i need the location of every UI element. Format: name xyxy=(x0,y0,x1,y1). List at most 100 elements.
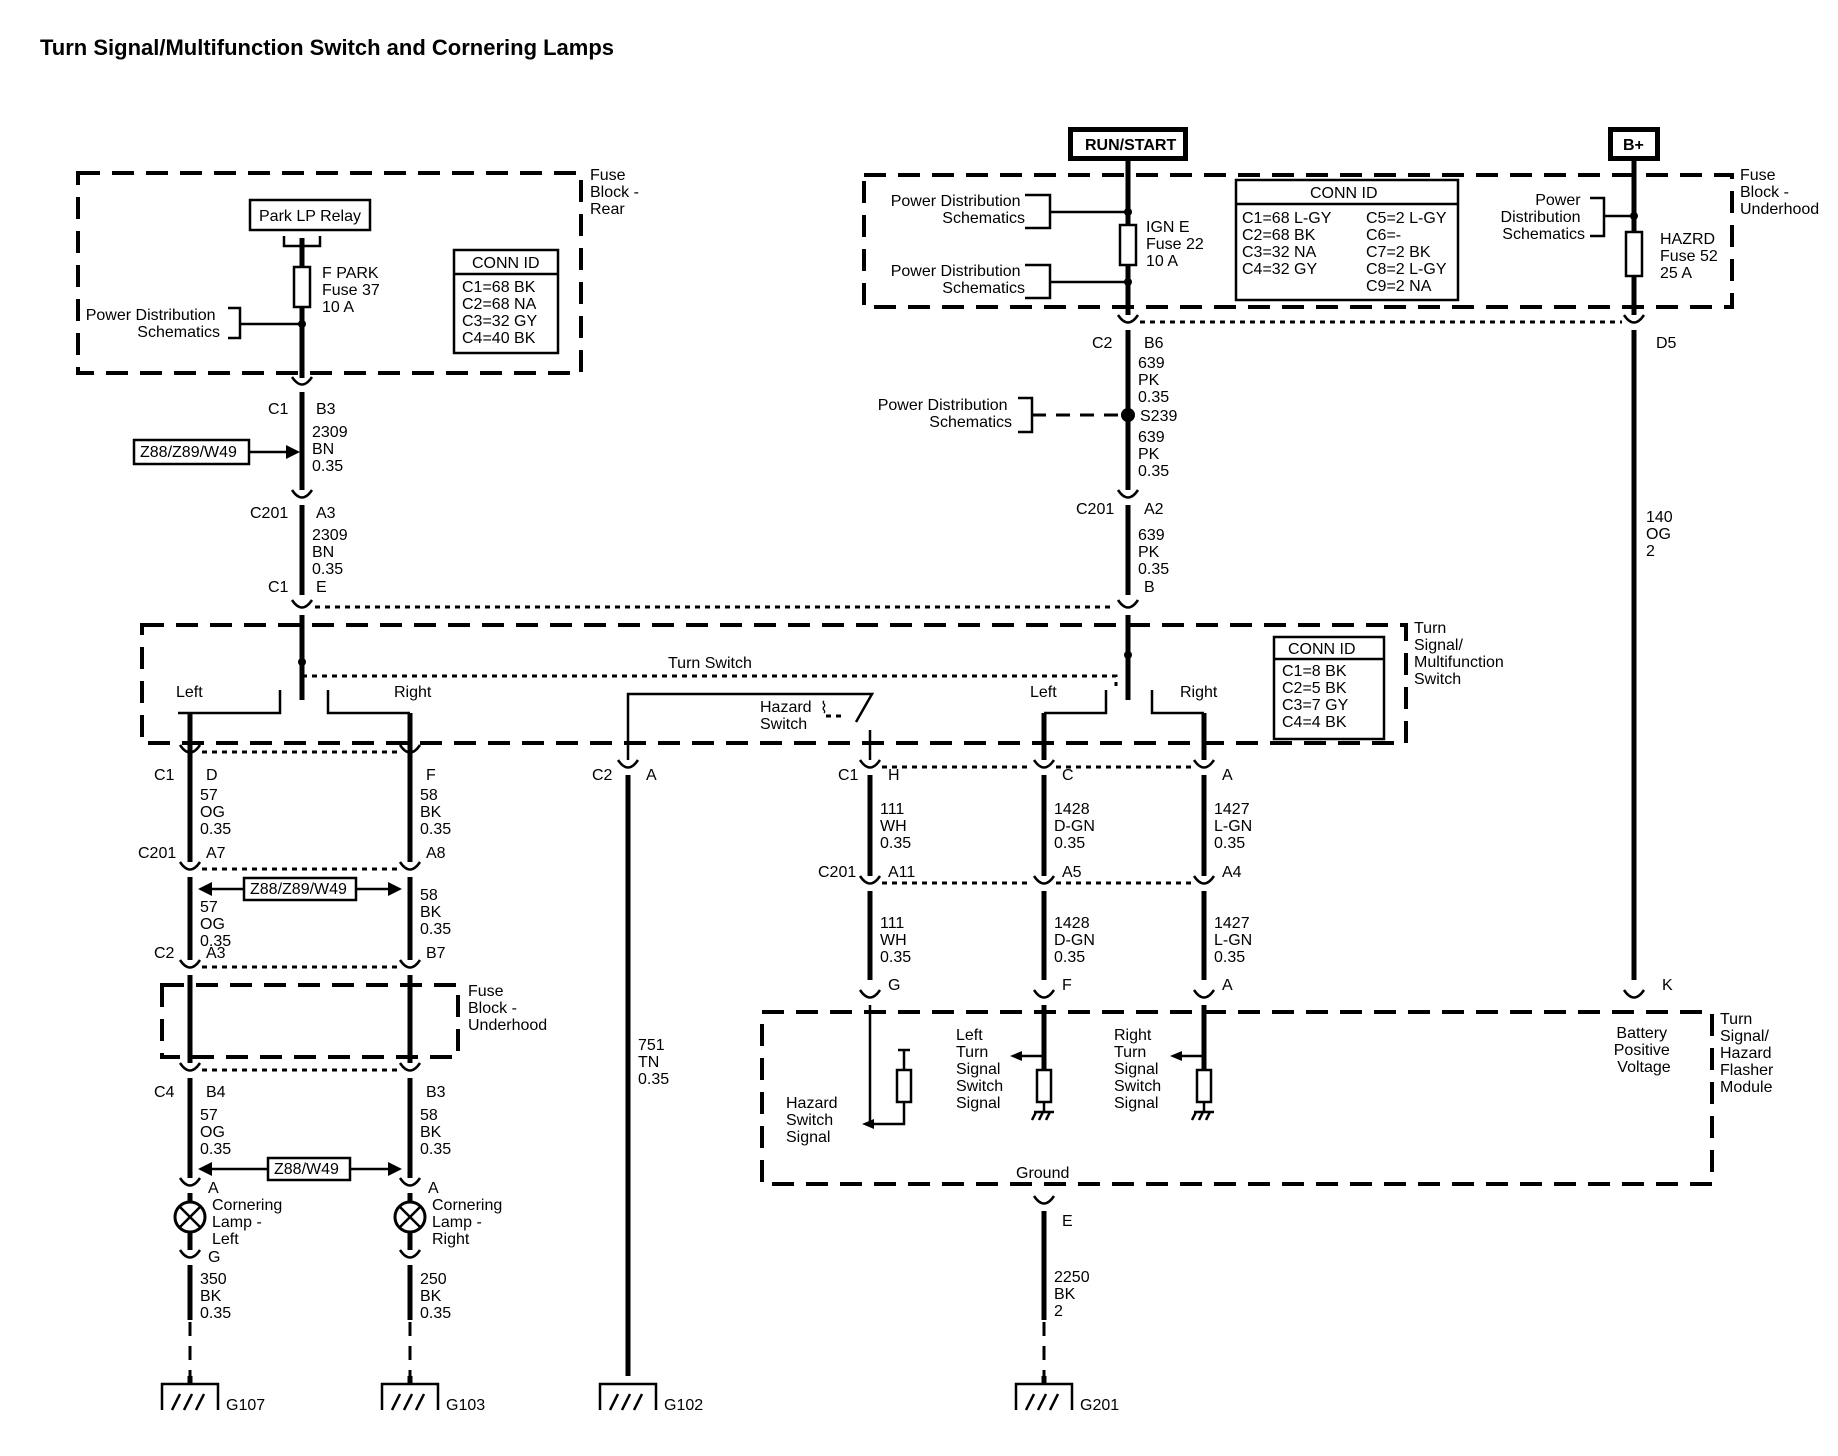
pin-h: H xyxy=(888,767,900,784)
hazard-switch-label: Hazard Switch xyxy=(760,699,816,733)
ground-g102-icon: G102 xyxy=(598,1382,703,1414)
c1-left-conn: C1 xyxy=(154,767,175,784)
pin-a3-lower: A3 xyxy=(206,945,226,962)
pin-e-ground: E xyxy=(1062,1213,1073,1230)
wire-639-c: 639 PK 0.35 xyxy=(1138,527,1169,578)
battery-positive-voltage: Battery Positive Voltage xyxy=(1614,1025,1674,1076)
upper-left-circuit: C1 B3 2309 BN 0.35 Z88/Z89/W49 C201 A3 2… xyxy=(132,376,352,596)
conn-id-switch xyxy=(1272,635,1386,741)
right-turn-signal-switch-signal: Right Turn Signal Switch Signal xyxy=(1114,1027,1166,1112)
wire-1428-a: 1428 D-GN 0.35 xyxy=(1054,801,1099,852)
pin-b7: B7 xyxy=(426,945,446,962)
wire-751: 751 TN 0.35 xyxy=(638,1037,669,1088)
ground-g103-icon: G103 xyxy=(380,1376,485,1414)
wire-111-a: 111 WH 0.35 xyxy=(880,801,911,852)
pin-g-lamp: G xyxy=(208,1249,220,1266)
switch-output-circuits: C1 H C A 111 WH 0.35 1428 D-GN 0.35 1427… xyxy=(818,759,1673,999)
hazard-switch-signal: Hazard Switch Signal xyxy=(786,1095,842,1146)
pin-a7: A7 xyxy=(206,845,226,862)
pin-a-lamp-left: A xyxy=(208,1180,219,1197)
c2-b6-conn: C2 xyxy=(1092,335,1113,352)
c201-a3-conn: C201 xyxy=(250,505,288,522)
fuse-block-underhood-mini-label: Fuse Block - Underhood xyxy=(468,983,547,1034)
conn-id-underhood xyxy=(1234,178,1460,302)
pin-a-c1: A xyxy=(1222,767,1233,784)
wire-140: 140 OG 2 xyxy=(1646,509,1677,560)
wire-639-b: 639 PK 0.35 xyxy=(1138,429,1169,480)
pin-b3: B3 xyxy=(316,401,336,418)
wire-2309-a: 2309 BN 0.35 xyxy=(312,424,352,475)
svg-text:G107: G107 xyxy=(226,1397,265,1414)
pin-k: K xyxy=(1662,977,1673,994)
option-z88-w49: Z88/W49 xyxy=(274,1161,339,1178)
pin-d5: D5 xyxy=(1656,335,1677,352)
cornering-lamp-circuits: C1 D F 57 OG 0.35 58 BK 0.35 C201 A7 A8 … xyxy=(138,744,547,1376)
splice-s239 xyxy=(1121,408,1135,422)
wire-111-b: 111 WH 0.35 xyxy=(880,915,911,966)
pin-a-module: A xyxy=(1222,977,1233,994)
fuse-block-rear: Fuse Block - Rear Park LP Relay F PARK F… xyxy=(76,167,639,378)
conn-id-underhood-title: CONN ID xyxy=(1310,185,1378,202)
c201-left-conn: C201 xyxy=(138,845,176,862)
switch-left-b: Left xyxy=(1030,684,1057,701)
svg-text:G103: G103 xyxy=(446,1397,485,1414)
pin-d: D xyxy=(206,767,218,784)
pin-c: C xyxy=(1062,767,1074,784)
pin-a3-upper: A3 xyxy=(316,505,336,522)
wire-57-b: 57 OG 0.35 xyxy=(200,899,231,950)
wire-2309-b: 2309 BN 0.35 xyxy=(312,527,352,578)
conn-id-switch-list: C1=8 BK C2=5 BK C3=7 GY C4=4 BK xyxy=(1282,663,1352,731)
wire-639-a: 639 PK 0.35 xyxy=(1138,355,1169,406)
pin-b4: B4 xyxy=(206,1084,226,1101)
pin-e: E xyxy=(316,579,327,596)
park-lp-relay-box xyxy=(248,198,372,232)
wire-2250: 2250 BK 2 xyxy=(1054,1269,1094,1320)
fuse-hazrd xyxy=(1624,230,1644,278)
fuse-f-park xyxy=(292,265,312,309)
wire-751-circuit: C2 A 751 TN 0.35 xyxy=(592,759,669,1376)
svg-text:G201: G201 xyxy=(1080,1397,1119,1414)
fuse-block-underhood-label: Fuse Block - Underhood xyxy=(1740,167,1819,218)
pin-a11: A11 xyxy=(888,864,915,881)
pin-b3-lower: B3 xyxy=(426,1084,446,1101)
c1-b3-conn: C1 xyxy=(268,401,289,418)
turn-switch-label: Turn Switch xyxy=(668,655,752,672)
upper-right-circuit: C2 B6 D5 639 PK 0.35 S239 Power Distribu… xyxy=(878,314,1677,980)
ground-label: Ground xyxy=(1016,1165,1069,1182)
switch-right-b: Right xyxy=(1180,684,1218,701)
conn-id-underhood-right: C5=2 L-GY C6=- C7=2 BK C8=2 L-GY C9=2 NA xyxy=(1366,210,1451,295)
pin-a-lamp-right: A xyxy=(428,1180,439,1197)
ground-symbols: G107 G103 G102 G201 xyxy=(160,1376,1119,1414)
fuse-ign-e xyxy=(1118,223,1138,267)
pds-rear-label: Power Distribution Schematics xyxy=(86,307,220,341)
fuse-f-park-label: F PARK Fuse 37 10 A xyxy=(322,265,384,316)
wire-1428-b: 1428 D-GN 0.35 xyxy=(1054,915,1099,966)
pin-a5: A5 xyxy=(1062,864,1082,881)
pin-f: F xyxy=(426,767,436,784)
wire-58-c: 58 BK 0.35 xyxy=(420,1107,451,1158)
pin-b: B xyxy=(1144,579,1155,596)
power-sources: RUN/START B+ xyxy=(1068,127,1660,161)
fuse-hazrd-label: HAZRD Fuse 52 25 A xyxy=(1660,231,1722,282)
conn-id-rear-list: C1=68 BK C2=68 NA C3=32 GY C4=40 BK xyxy=(462,279,541,347)
pin-g-module: G xyxy=(888,977,900,994)
c2-left-conn: C2 xyxy=(154,945,175,962)
pin-a-mid: A xyxy=(646,767,657,784)
b-plus-label: B+ xyxy=(1623,137,1644,154)
multifunction-switch: Turn Signal/ Multifunction Switch CONN I… xyxy=(140,599,1504,760)
flasher-module: Turn Signal/ Hazard Flasher Module Hazar… xyxy=(760,1005,1774,1376)
pds-underhood-1: Power Distribution Schematics xyxy=(891,193,1025,227)
svg-text:G102: G102 xyxy=(664,1397,703,1414)
wire-58-b: 58 BK 0.35 xyxy=(420,887,451,938)
conn-id-switch-title: CONN ID xyxy=(1288,641,1356,658)
ground-g201-icon: G201 xyxy=(1014,1376,1119,1414)
pin-a8: A8 xyxy=(426,845,446,862)
c1-right-conn: C1 xyxy=(838,767,859,784)
c2-mid-conn: C2 xyxy=(592,767,613,784)
option-z88-z89-w49-top: Z88/Z89/W49 xyxy=(140,444,237,461)
wire-1427-b: 1427 L-GN 0.35 xyxy=(1214,915,1257,966)
c201-a2-conn: C201 xyxy=(1076,501,1114,518)
fuse-ign-e-label: IGN E Fuse 22 10 A xyxy=(1146,219,1208,270)
run-start-label: RUN/START xyxy=(1085,137,1176,154)
